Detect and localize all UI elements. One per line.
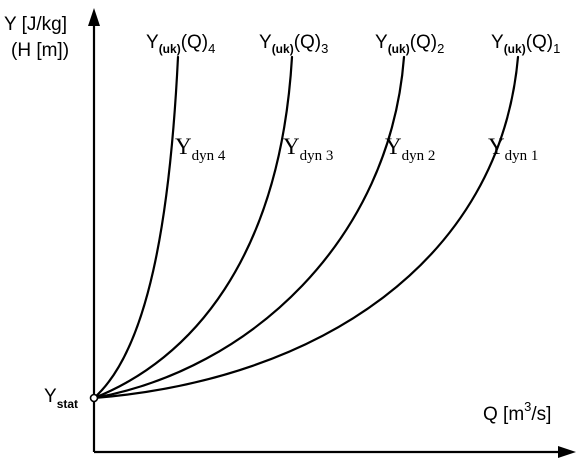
- x-axis-label-suffix: /s]: [531, 404, 551, 425]
- y-axis-arrowhead: [88, 8, 100, 26]
- curve-4: [92, 55, 180, 400]
- y-stat-point: [89, 393, 99, 403]
- curve-3-top-label: Y(uk)(Q)3: [259, 32, 328, 56]
- x-axis-label-prefix: Q [m: [483, 404, 524, 425]
- curve-2-dyn-label: Ydyn 2: [385, 134, 435, 164]
- curve-2: [92, 55, 406, 400]
- curve-1-top-label: Y(uk)(Q)1: [491, 32, 560, 56]
- curve-1-dyn-label: Ydyn 1: [488, 134, 538, 164]
- curve-3: [92, 55, 294, 400]
- curve-3-dyn-label: Ydyn 3: [283, 134, 333, 164]
- y-stat-label-main: Y: [44, 386, 57, 407]
- curve-1: [92, 55, 520, 400]
- curve-2-top-label: Y(uk)(Q)2: [375, 32, 444, 56]
- y-axis-label-line1: Y [J/kg]: [4, 14, 67, 35]
- curve-4-top-label: Y(uk)(Q)4: [146, 32, 215, 56]
- x-axis-label: Q [m3/s]: [483, 399, 551, 425]
- x-axis-label-exponent: 3: [524, 399, 531, 414]
- x-axis-arrowhead: [558, 446, 576, 458]
- y-stat-label-sub: stat: [57, 397, 78, 411]
- curve-4-dyn-label: Ydyn 4: [175, 134, 226, 164]
- y-axis-label-line2: (H [m]): [11, 40, 69, 61]
- y-stat-label: Ystat: [44, 386, 78, 411]
